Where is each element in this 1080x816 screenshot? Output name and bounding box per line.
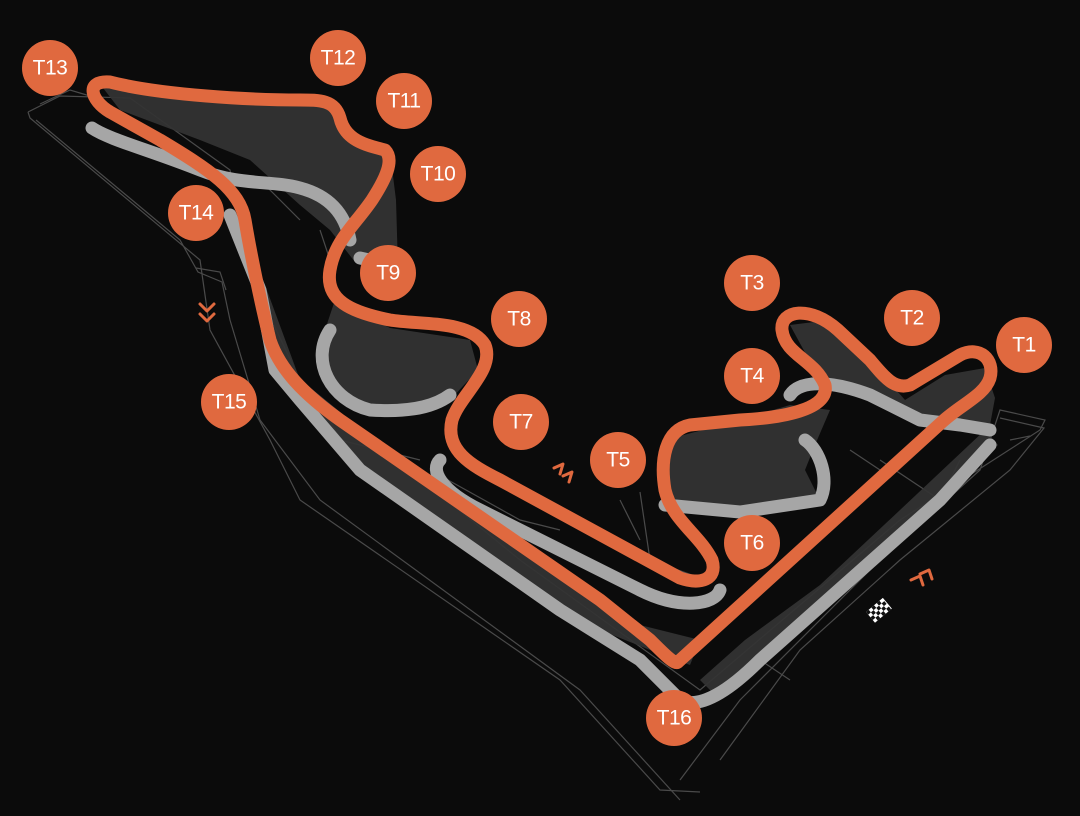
turn-marker-t15[interactable]: T15	[201, 374, 257, 430]
turn-marker-t2[interactable]: T2	[884, 290, 940, 346]
chevron-direction-icon	[909, 568, 934, 587]
turn-label: T12	[321, 47, 356, 70]
turn-marker-t9[interactable]: T9	[360, 245, 416, 301]
turn-marker-t10[interactable]: T10	[410, 146, 466, 202]
turn-label: T6	[740, 532, 764, 555]
turn-marker-t1[interactable]: T1	[996, 317, 1052, 373]
turn-label: T1	[1012, 334, 1036, 357]
turn-marker-t11[interactable]: T11	[376, 73, 432, 129]
turn-marker-t3[interactable]: T3	[724, 255, 780, 311]
turn-label: T14	[179, 202, 215, 225]
turn-label: T5	[606, 449, 630, 472]
turn-label: T3	[740, 272, 764, 295]
turn-label: T7	[509, 411, 533, 434]
turn-markers: T1 T2 T3 T4 T5 T6 T7 T8 T9 T10 T11	[22, 30, 1052, 746]
track-shadow	[85, 121, 997, 710]
turn-label: T13	[33, 57, 68, 80]
turn-marker-t16[interactable]: T16	[646, 690, 702, 746]
turn-label: T11	[387, 90, 420, 113]
race-track	[86, 75, 998, 669]
chevron-direction-icon	[198, 302, 216, 323]
turn-label: T9	[376, 262, 400, 285]
turn-label: T15	[212, 391, 247, 414]
turn-label: T2	[900, 307, 924, 330]
turn-marker-t13[interactable]: T13	[22, 40, 78, 96]
chevron-direction-icon	[552, 462, 574, 484]
turn-marker-t7[interactable]: T7	[493, 394, 549, 450]
turn-label: T4	[740, 365, 764, 388]
turn-marker-t14[interactable]: T14	[168, 185, 224, 241]
checkered-flag-icon	[866, 597, 892, 623]
turn-label: T10	[421, 163, 456, 186]
turn-label: T16	[657, 707, 692, 730]
turn-marker-t8[interactable]: T8	[491, 291, 547, 347]
turn-marker-t6[interactable]: T6	[724, 515, 780, 571]
turn-marker-t5[interactable]: T5	[590, 432, 646, 488]
turn-marker-t12[interactable]: T12	[310, 30, 366, 86]
turn-marker-t4[interactable]: T4	[724, 348, 780, 404]
turn-label: T8	[507, 308, 531, 331]
